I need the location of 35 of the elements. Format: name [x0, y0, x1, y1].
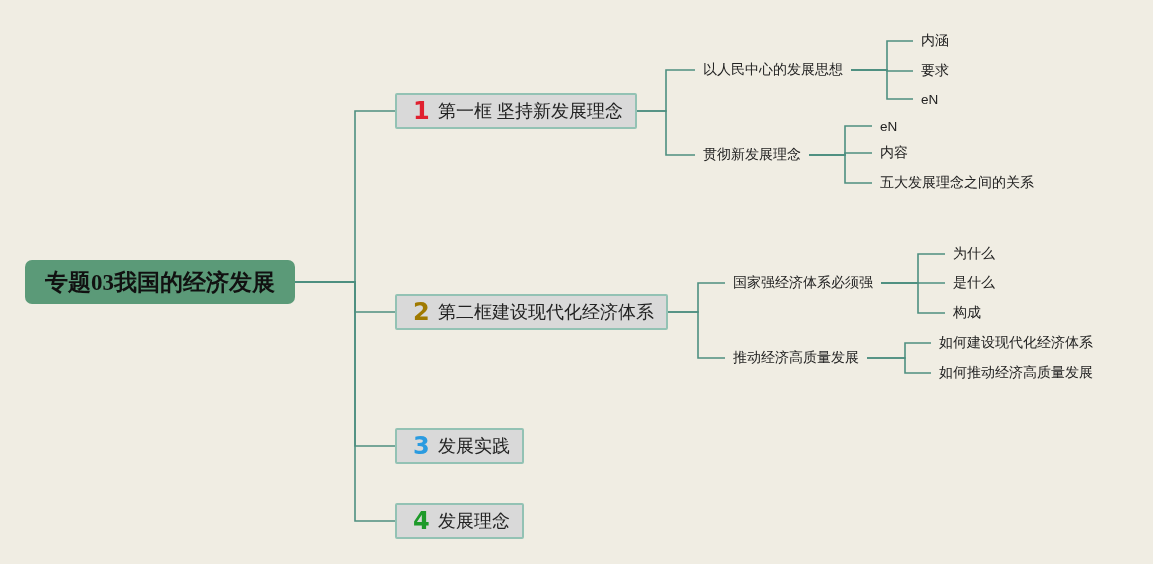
topic-label: eN — [872, 115, 906, 137]
topic-label: 为什么 — [945, 242, 1003, 266]
topic-label: 构成 — [945, 301, 989, 325]
connector-line — [294, 281, 396, 522]
topic-label: 内容 — [872, 141, 916, 165]
connector-line — [808, 154, 873, 184]
branch-box — [395, 428, 524, 464]
priority-number: 4 — [413, 507, 430, 535]
priority-number: 2 — [413, 298, 430, 326]
connector-line — [636, 110, 696, 156]
branch-box — [395, 93, 637, 129]
branch-label: 发展理念 — [437, 510, 510, 533]
connector-line — [880, 282, 946, 314]
topic-label: 五大发展理念之间的关系 — [872, 171, 1042, 195]
branch-box — [395, 503, 524, 539]
topic-label: 要求 — [913, 59, 957, 83]
connector-line — [667, 311, 726, 359]
topic-label: 贯彻新发展理念 — [695, 143, 809, 167]
connector-line — [866, 357, 932, 374]
topic-label: eN — [913, 88, 947, 110]
priority-number: 1 — [413, 97, 430, 125]
topic-label: 如何建设现代化经济体系 — [931, 331, 1101, 355]
topic-box: 专题03我国的经济发展 — [25, 260, 295, 304]
topic-label: 以人民中心的发展思想 — [695, 58, 851, 82]
priority-number: 3 — [413, 432, 430, 460]
topic-label: 是什么 — [945, 271, 1003, 295]
branch-label: 第一框 坚持新发展理念 — [437, 100, 623, 123]
topic-label: 国家强经济体系必须强 — [725, 271, 881, 295]
connector-line — [850, 69, 914, 100]
branch-box — [395, 294, 668, 330]
branch-label: 第二框建设现代化经济体系 — [437, 301, 654, 324]
topic-label: 内涵 — [913, 29, 957, 53]
topic-label: 推动经济高质量发展 — [725, 346, 867, 370]
topic-label: 如何推动经济高质量发展 — [931, 361, 1101, 385]
branch-label: 发展实践 — [437, 435, 510, 458]
